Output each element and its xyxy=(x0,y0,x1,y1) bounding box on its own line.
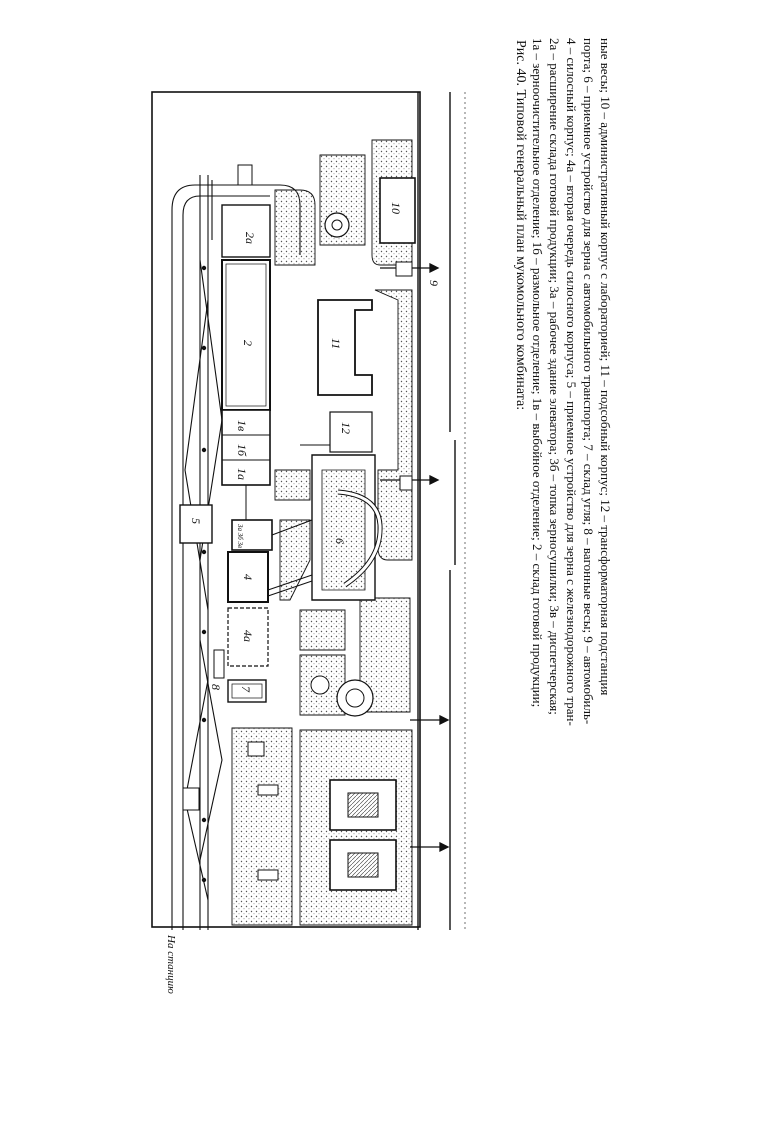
caption-line: 2а – расширение склада готовой продукции… xyxy=(547,38,562,715)
caption-title-rotated: Рис. 40. Типовой генеральный план мукомо… xyxy=(513,40,528,411)
label-station: На станцию xyxy=(165,934,177,994)
label-2: 2 xyxy=(241,340,255,346)
building-4 xyxy=(227,551,269,603)
label-1a: 1а xyxy=(235,468,249,480)
label-3: 3а 3б 3в xyxy=(236,523,244,548)
label-12: 12 xyxy=(339,422,353,434)
label-1v: 1в xyxy=(235,420,249,431)
caption-line: порта; 6 – приемное устройство для зерна… xyxy=(581,38,596,725)
building-6 xyxy=(311,454,383,601)
label-4: 4 xyxy=(241,574,255,580)
label-1b: 1б xyxy=(235,444,249,457)
wagon-scale-8 xyxy=(213,649,225,679)
label-5: 5 xyxy=(189,518,203,524)
building-11 xyxy=(317,299,373,396)
label-2a: 2а xyxy=(243,232,257,244)
building-1 xyxy=(221,409,271,486)
caption-line: ные весы; 10 – административный корпус с… xyxy=(598,38,613,696)
caption-line: 1а – зерноочистительное отделение; 1б – … xyxy=(530,38,545,708)
label-8: 8 xyxy=(209,684,223,690)
building-12 xyxy=(329,411,373,453)
truck-scale-9 xyxy=(395,261,413,277)
label-10: 10 xyxy=(389,202,403,214)
building-7 xyxy=(227,679,267,703)
caption-line: 4 – силосный корпус; 4а – вторая очередь… xyxy=(564,38,579,726)
building-2 xyxy=(221,259,271,411)
building-3 xyxy=(231,519,273,551)
site-boundary xyxy=(151,91,421,928)
building-10 xyxy=(379,177,416,244)
building-5 xyxy=(179,504,213,544)
label-9: 9 xyxy=(427,280,441,286)
building-4a xyxy=(227,607,269,667)
fountain xyxy=(336,679,374,717)
label-7: 7 xyxy=(239,686,253,693)
label-4a: 4а xyxy=(241,630,255,642)
label-11: 11 xyxy=(329,338,343,349)
label-6: 6 xyxy=(333,538,347,544)
building-2a xyxy=(221,204,271,258)
